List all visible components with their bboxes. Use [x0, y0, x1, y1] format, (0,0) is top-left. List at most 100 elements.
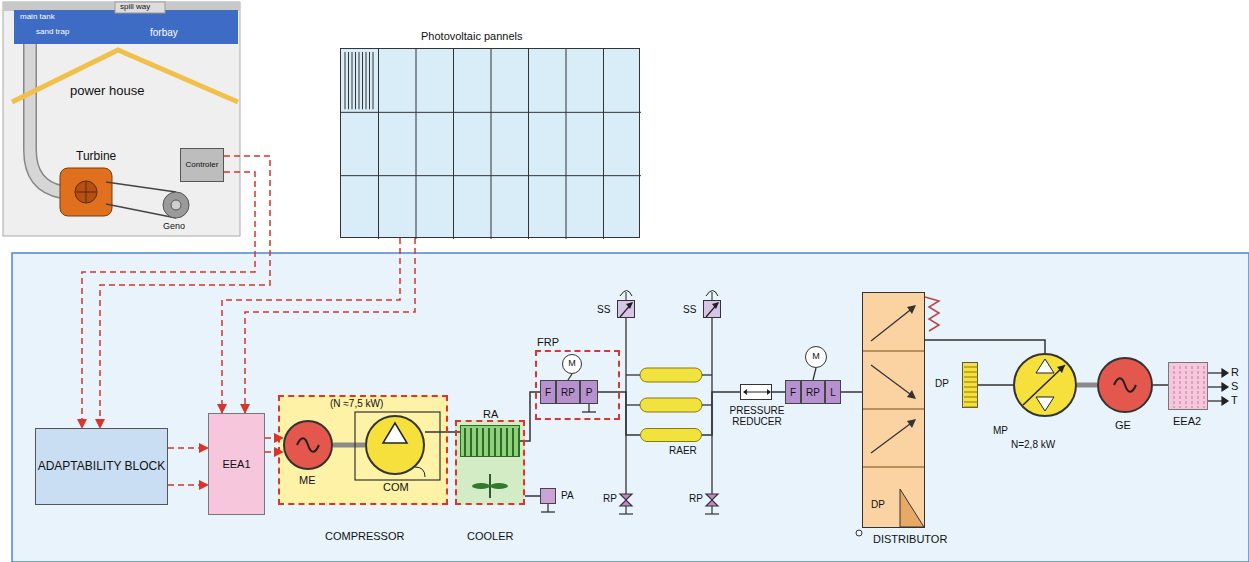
part-label: T	[1231, 394, 1238, 406]
cooler-ground	[455, 420, 525, 505]
controller-box: Controler	[180, 148, 224, 182]
shaft-line	[333, 443, 365, 448]
air-tanks	[640, 368, 702, 412]
node-text: COM	[383, 481, 409, 493]
part-label: forbay	[150, 27, 178, 38]
manometer: M	[805, 346, 827, 368]
manifold	[541, 318, 1013, 512]
symbol-detail	[618, 301, 636, 319]
pipe-line	[1153, 384, 1168, 386]
distributor-valve: DPDISTRIBUTOR	[862, 292, 925, 528]
converter-box: EEA1	[208, 413, 265, 515]
drain-valves	[619, 494, 719, 514]
safety-valve: SS	[617, 300, 635, 318]
panel-ground	[12, 253, 1249, 562]
part-label: sand trap	[36, 28, 69, 37]
part-label: power house	[70, 84, 144, 98]
node-text: ME	[299, 474, 316, 486]
node-text: RA	[483, 408, 498, 420]
node-text: P	[586, 387, 593, 398]
pneumatic-motor: MPN=2,8 kW	[1013, 353, 1077, 417]
node-text: RAER	[669, 445, 697, 456]
phase-outputs	[1208, 369, 1228, 405]
manometer: M	[562, 354, 582, 374]
purge-box: P	[580, 380, 598, 404]
shaft-line	[1077, 383, 1097, 388]
filter-box: F	[540, 380, 556, 404]
filter-box: F	[785, 380, 801, 404]
symbol-detail	[963, 363, 979, 409]
node-text: GE	[1115, 419, 1131, 431]
node-text: ADAPTABILITY BLOCK	[38, 460, 166, 473]
node-text: F	[545, 387, 551, 398]
part-label: Turbine	[76, 150, 116, 163]
hydro-plant	[3, 2, 240, 236]
node-text: L	[830, 387, 836, 398]
symbol-detail	[1015, 355, 1079, 419]
signal-line	[265, 437, 283, 439]
compressor-group: (N ≈7,5 kW)COMPRESSORMECOM	[278, 395, 448, 505]
part-label: RP	[603, 493, 617, 504]
symbol-detail	[461, 426, 521, 458]
node-text: DISTRIBUTOR	[873, 533, 947, 545]
radiator: RA	[460, 425, 520, 457]
air-tank: RAER	[640, 428, 702, 442]
pipe-line	[520, 392, 540, 441]
adaptability-block: ADAPTABILITY BLOCK	[35, 428, 168, 505]
signal-line	[222, 238, 400, 413]
symbol-detail	[1169, 363, 1209, 411]
symbol-detail	[285, 422, 335, 472]
signal-line	[168, 484, 208, 486]
node-text: DP	[935, 378, 949, 389]
node-text: COMPRESSOR	[325, 530, 404, 542]
part-label: spill way	[120, 3, 150, 12]
lubricator-box: L	[825, 380, 841, 404]
node-text: SS	[683, 304, 696, 315]
cooler-group: COOLERRA	[455, 420, 525, 505]
compressor-circle: COM	[365, 415, 425, 475]
symbol-detail	[704, 301, 722, 319]
signal-line	[100, 156, 270, 428]
generator-circle: GE	[1097, 357, 1153, 413]
part-label: R	[1231, 366, 1239, 378]
node-text: SS	[597, 304, 610, 315]
gear-block: DP	[962, 362, 978, 408]
node-text: (N ≈7,5 kW)	[330, 398, 383, 409]
node-text: Controler	[186, 161, 219, 170]
frp-group: FRPMFRPP	[535, 350, 620, 420]
part-label: S	[1231, 380, 1238, 392]
symbol-detail	[367, 417, 427, 477]
symbol-detail	[341, 49, 641, 239]
pressure-reducer: PRESSURE REDUCER	[740, 384, 772, 400]
node-text: EEA2	[1173, 415, 1201, 427]
motor-circle: ME	[283, 420, 333, 470]
node-text: DP	[871, 499, 885, 510]
part-label: main tank	[20, 13, 55, 22]
compressor-ground	[278, 395, 448, 505]
node-text: PRESSURE REDUCER	[720, 405, 794, 427]
regulator-box: RP	[801, 380, 825, 404]
node-text: F	[790, 387, 796, 398]
part-label: Geno	[163, 222, 185, 232]
node-text: M	[812, 352, 820, 362]
symbol-detail	[741, 385, 773, 401]
node-text: RP	[806, 387, 820, 398]
node-text: FRP	[537, 336, 559, 348]
pipe-line	[841, 391, 862, 393]
safety-valve: SS	[703, 300, 721, 318]
symbol-detail	[1099, 359, 1155, 415]
pressure-switch: PA	[540, 488, 556, 504]
node-text: M	[568, 359, 576, 369]
node-text: EEA1	[222, 458, 250, 470]
regulator-box: RP	[556, 380, 580, 404]
pv-panel: Photovoltaic pannels	[340, 48, 640, 238]
node-text: Photovoltaic pannels	[421, 30, 523, 42]
signal-line	[245, 238, 415, 413]
node-text: MP	[993, 425, 1008, 436]
node-text: N=2,8 kW	[1011, 439, 1055, 450]
part-label: RP	[689, 493, 703, 504]
node-text: COOLER	[467, 530, 513, 542]
converter-box: EEA2	[1168, 362, 1208, 410]
node-text: RP	[561, 387, 575, 398]
node-text: PA	[561, 490, 574, 501]
